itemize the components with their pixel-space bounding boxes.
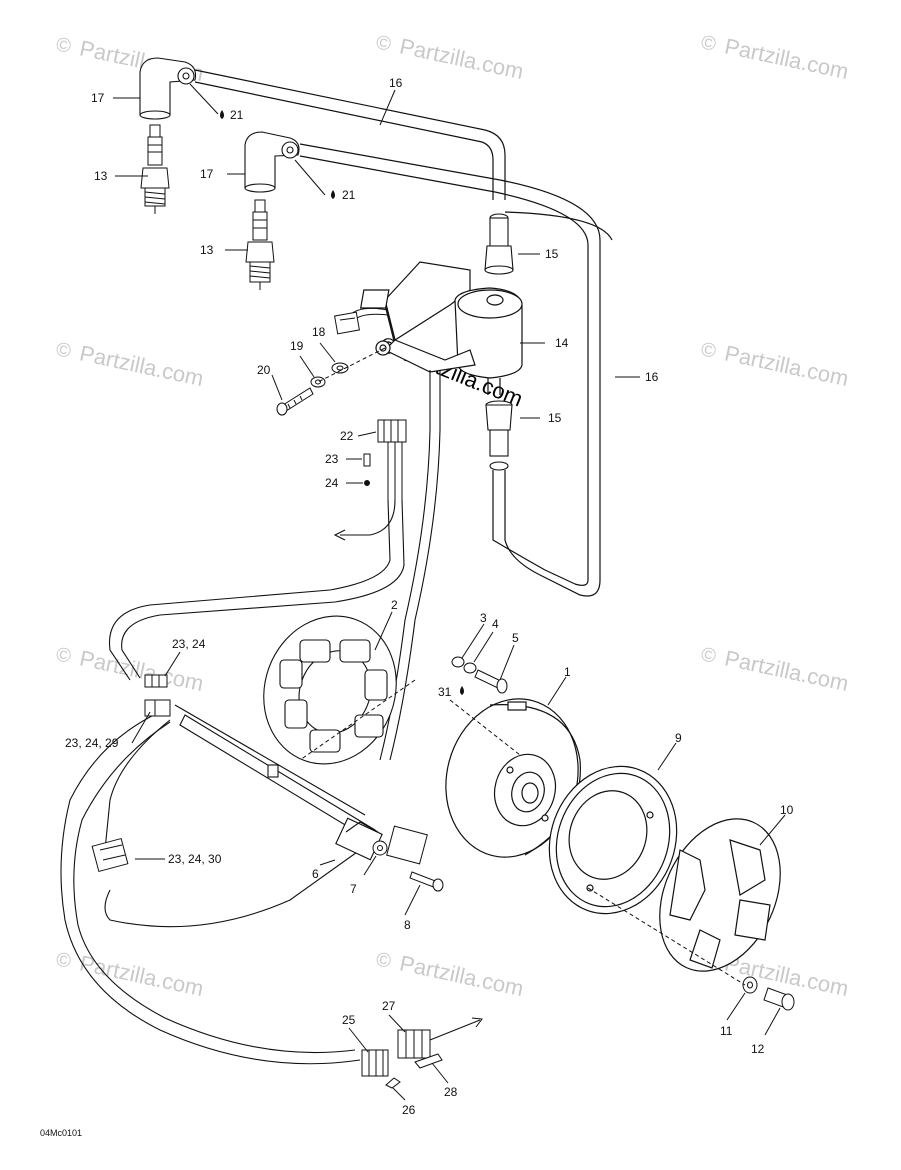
coil-wire-connector bbox=[334, 307, 389, 335]
starter-fasteners bbox=[742, 976, 795, 1011]
watermark-symbol: © bbox=[374, 948, 393, 973]
callout-28: 28 bbox=[444, 1085, 458, 1099]
connector-25 bbox=[361, 1049, 389, 1077]
watermark-symbol: © bbox=[374, 31, 393, 56]
watermark-text: Partzilla.com bbox=[397, 33, 525, 84]
spark-plug-cap-upper bbox=[139, 57, 197, 120]
callout-31: 31 bbox=[438, 685, 452, 699]
watermark-symbol: © bbox=[699, 31, 718, 56]
callout-6: 6 bbox=[312, 867, 319, 881]
terminal-26 bbox=[385, 1077, 401, 1089]
callout-18: 18 bbox=[312, 325, 326, 339]
callout-16: 16 bbox=[645, 370, 659, 384]
watermark-text: Partzilla.com bbox=[397, 950, 525, 1001]
stator-harness-arm bbox=[174, 704, 383, 861]
callout-27: 27 bbox=[382, 999, 396, 1013]
harness-connector-upper bbox=[363, 419, 407, 500]
coil-boot-lower bbox=[485, 400, 513, 471]
callout-26: 26 bbox=[402, 1103, 416, 1117]
connector-23-24 bbox=[144, 674, 168, 688]
watermark-text: Partzilla.com bbox=[722, 33, 850, 84]
watermark-symbol: © bbox=[54, 338, 73, 363]
callout-17: 17 bbox=[200, 167, 214, 181]
seal bbox=[364, 480, 370, 486]
spark-plug-upper bbox=[140, 124, 170, 214]
clip-and-screw bbox=[372, 825, 444, 892]
drawing-code: 04Mc0101 bbox=[40, 1128, 82, 1138]
stator bbox=[263, 615, 397, 765]
callout-23: 23 bbox=[325, 452, 339, 466]
callout-12: 12 bbox=[751, 1042, 765, 1056]
callout-21: 21 bbox=[230, 108, 244, 122]
terminal bbox=[363, 453, 371, 467]
watermark-symbol: © bbox=[54, 33, 73, 58]
watermark-symbol: © bbox=[699, 643, 718, 668]
drop-icon bbox=[460, 686, 464, 695]
harness-connectors-left bbox=[91, 674, 171, 873]
ring-gear bbox=[548, 765, 678, 915]
callout-15: 15 bbox=[548, 411, 562, 425]
drop-icons bbox=[220, 110, 464, 695]
callout-14: 14 bbox=[555, 336, 569, 350]
watermark-symbol: © bbox=[54, 948, 73, 973]
spark-plug-cap-lower bbox=[244, 131, 300, 193]
callout-11: 11 bbox=[720, 1024, 733, 1038]
callout-20: 20 bbox=[257, 363, 271, 377]
callout-15: 15 bbox=[545, 247, 559, 261]
callout-1: 1 bbox=[564, 665, 571, 679]
flywheel bbox=[445, 698, 581, 858]
starter-cup bbox=[659, 818, 781, 972]
connector-23-24-30 bbox=[91, 837, 129, 873]
screw bbox=[282, 387, 314, 412]
clip bbox=[386, 825, 428, 865]
leader-lines bbox=[113, 83, 786, 1101]
callout-13: 13 bbox=[94, 169, 108, 183]
harness-connectors-bottom bbox=[361, 1017, 483, 1089]
terminal-28 bbox=[414, 1053, 443, 1069]
coil-fasteners bbox=[276, 362, 349, 416]
watermark-text: Partzilla.com bbox=[77, 645, 205, 696]
callout-23-24-30: 23, 24, 30 bbox=[168, 852, 222, 866]
callout-4: 4 bbox=[492, 617, 499, 631]
callout-5: 5 bbox=[512, 631, 519, 645]
callout-10: 10 bbox=[780, 803, 794, 817]
callout-13: 13 bbox=[200, 243, 214, 257]
watermark-text: Partzilla.com bbox=[77, 950, 205, 1001]
callout-22: 22 bbox=[340, 429, 354, 443]
callout-23-24-29: 23, 24, 29 bbox=[65, 736, 119, 750]
callout-7: 7 bbox=[350, 882, 357, 896]
drop-icon bbox=[331, 190, 335, 199]
spark-plug-lower bbox=[245, 199, 275, 290]
callout-16: 16 bbox=[389, 76, 403, 90]
watermark-symbol: © bbox=[699, 338, 718, 363]
flywheel-fasteners bbox=[451, 656, 508, 694]
callout-21: 21 bbox=[342, 188, 356, 202]
watermark-text: Partzilla.com bbox=[722, 645, 850, 696]
high-tension-cables bbox=[194, 69, 613, 597]
lock-washer-4 bbox=[463, 662, 477, 674]
callout-9: 9 bbox=[675, 731, 682, 745]
watermark-text: Partzilla.com bbox=[77, 340, 205, 391]
watermark-text: Partzilla.com bbox=[722, 950, 850, 1001]
drop-icon bbox=[220, 110, 224, 119]
callout-23-24: 23, 24 bbox=[172, 637, 206, 651]
callout-25: 25 bbox=[342, 1013, 356, 1027]
watermark-symbol: © bbox=[54, 643, 73, 668]
callout-19: 19 bbox=[290, 339, 304, 353]
callout-labels: 17 21 16 13 17 21 13 15 18 14 19 20 16 1… bbox=[65, 76, 794, 1117]
watermark-text: Partzilla.com bbox=[722, 340, 850, 391]
callout-17: 17 bbox=[91, 91, 105, 105]
connector-23-24-29 bbox=[144, 699, 171, 717]
callout-3: 3 bbox=[480, 611, 487, 625]
washer-3 bbox=[451, 656, 465, 668]
callout-24: 24 bbox=[325, 476, 339, 490]
callout-8: 8 bbox=[404, 918, 411, 932]
ignition-coil bbox=[359, 261, 523, 395]
coil-boot-upper bbox=[484, 213, 514, 275]
callout-2: 2 bbox=[391, 598, 398, 612]
